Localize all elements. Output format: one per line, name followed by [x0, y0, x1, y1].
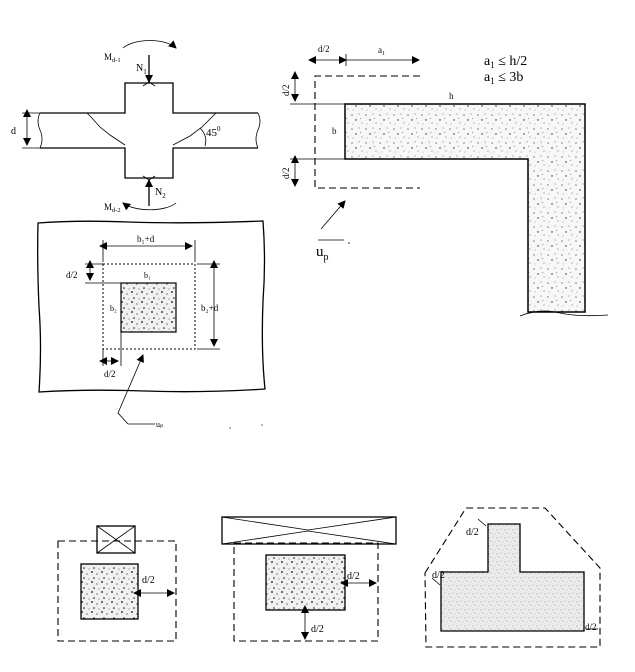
b1-label: b₁ — [144, 271, 151, 280]
b2d-label: b₂+d — [201, 303, 219, 313]
moment-bottom-arc — [122, 202, 177, 211]
slab-outline — [40, 82, 258, 179]
case2-d2-right-label: d/2 — [347, 571, 360, 582]
moment-top-arc — [122, 40, 177, 49]
edge-up-label: up — [316, 244, 329, 263]
condition-2: a1 ≤ 3b — [484, 70, 523, 86]
condition-1: a1 ≤ h/2 — [484, 54, 527, 70]
case3-d2-top-label: d/2 — [466, 527, 479, 538]
edge-h-label: h — [449, 91, 454, 101]
angle-label: 450 — [206, 125, 221, 139]
case2-wall-x — [221, 516, 397, 545]
edge-d2-left-top-label: d/2 — [281, 84, 291, 96]
n2-label: N2 — [155, 187, 166, 200]
case1-column-x — [96, 525, 136, 554]
section-elevation: 450 d N1 Md-1 N2 Md-2 — [11, 40, 261, 214]
moment-top-label: Md-1 — [104, 52, 121, 64]
critical-perimeter — [102, 263, 196, 350]
slab-break-left — [37, 112, 43, 149]
n1-label: N1 — [136, 63, 147, 76]
moment-bottom-label: Md-2 — [104, 202, 121, 214]
d-label: d — [11, 126, 16, 137]
edge-d2-left-bottom-label: d/2 — [281, 167, 291, 179]
case2-wall-above — [221, 516, 397, 545]
edge-up-arrow — [320, 200, 346, 230]
critical-perimeter-edge — [314, 75, 420, 189]
case1-column — [80, 563, 139, 620]
case3-d2-left-label: d/2 — [432, 570, 445, 581]
case3-d2-right-label: d/2 — [585, 622, 597, 632]
up-label: uₚ — [156, 420, 163, 429]
d2b-label: d/2 — [104, 369, 116, 379]
b1d-label: b₁+d — [137, 234, 155, 244]
plan-column — [120, 282, 177, 333]
plan-view: b₁+d b₁ b₂ b₂+d d/2 d/2 uₚ — [37, 220, 266, 429]
up-leader — [117, 354, 144, 425]
crack-left — [86, 112, 126, 146]
case2-column — [265, 554, 346, 611]
d2a-label: d/2 — [66, 270, 78, 280]
case1-d2-label: d/2 — [142, 575, 155, 586]
n1-bracket — [142, 81, 156, 87]
n2-bracket — [142, 175, 156, 181]
slab-break-right — [255, 112, 261, 149]
case3-t-column — [440, 523, 585, 632]
edge-b-label: b — [332, 126, 337, 136]
stray-dot-1 — [229, 427, 231, 429]
case3-d2-left-tick — [431, 577, 441, 586]
case1-perimeter — [57, 540, 177, 642]
stray-dot-2 — [261, 424, 263, 426]
edge-column-detail: d/2 a1 a1 ≤ h/2 a1 ≤ 3b h b d/2 d/2 up — [281, 44, 609, 317]
plan-slab-outline — [37, 220, 266, 393]
case2-d2-bottom-label: d/2 — [311, 624, 324, 635]
edge-a1-label: a1 — [378, 45, 385, 57]
bottom-case-2: d/2 d/2 — [221, 516, 397, 642]
ground-wave — [519, 310, 609, 317]
l-column-shape — [344, 103, 586, 313]
b2-label: b₂ — [110, 304, 117, 313]
case2-perimeter — [233, 542, 379, 642]
stray-dot-3 — [348, 242, 350, 244]
bottom-case-1: d/2 — [57, 525, 177, 642]
case3-d2-top-tick — [477, 518, 487, 527]
crack-right — [172, 112, 217, 146]
case3-perimeter — [424, 507, 601, 648]
angle-arc — [199, 127, 207, 147]
case1-column-above — [96, 525, 136, 554]
bottom-case-3: d/2 d/2 d/2 — [424, 507, 601, 648]
edge-d2-top-label: d/2 — [318, 44, 330, 54]
